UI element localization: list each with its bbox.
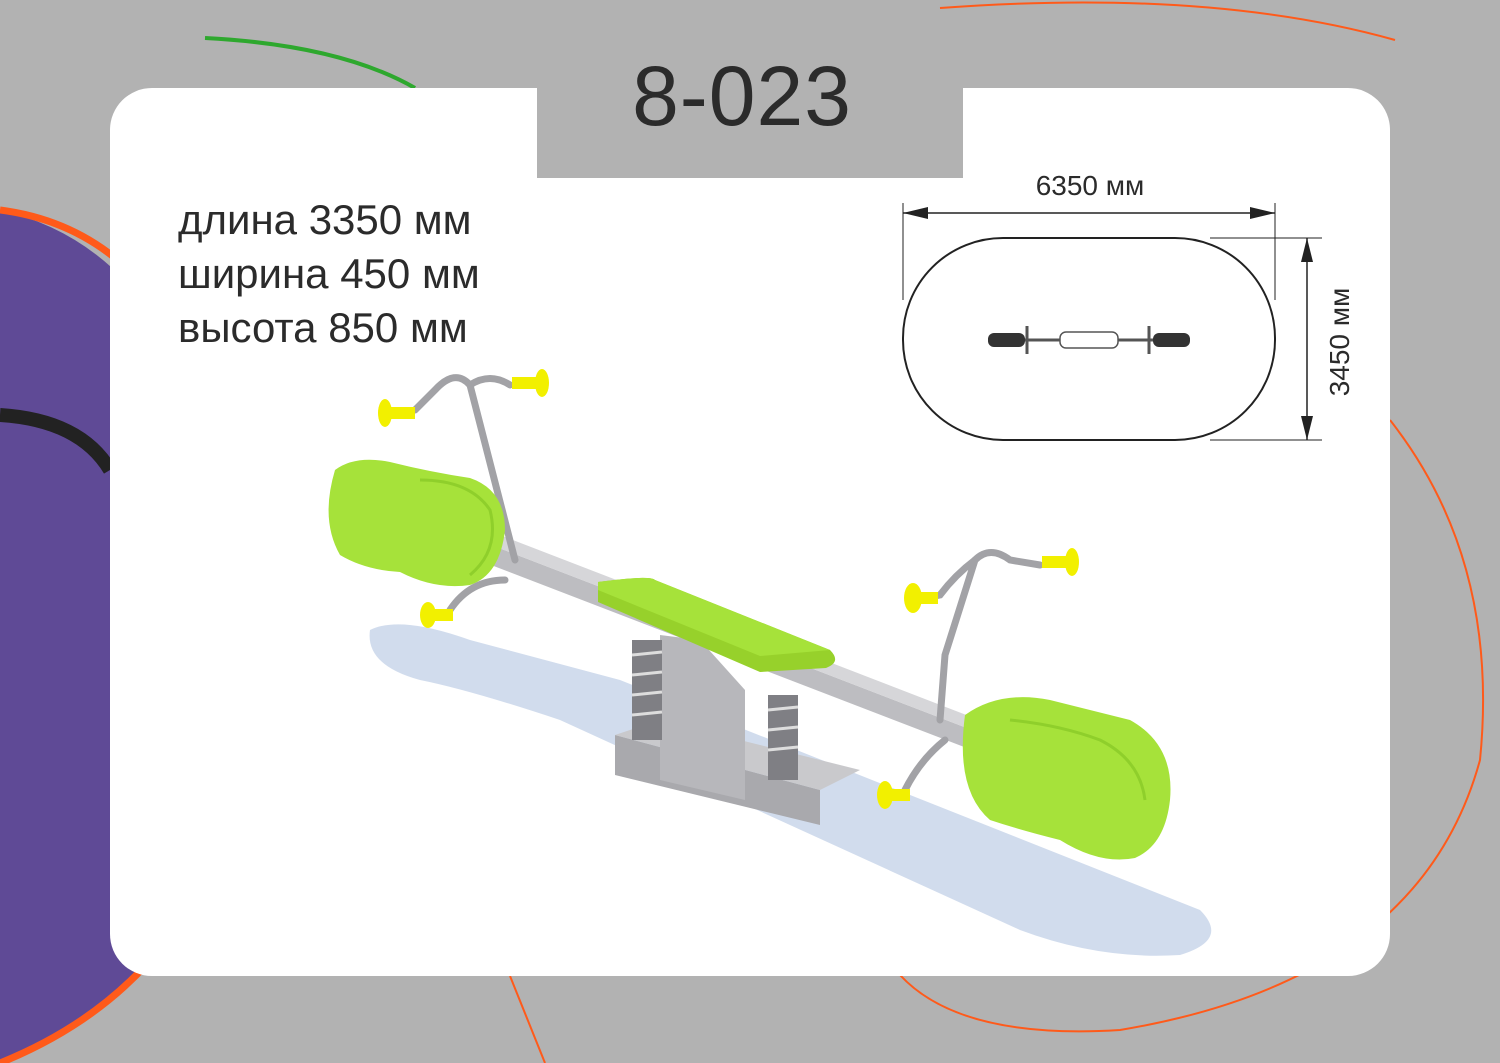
- title-tab: [537, 28, 963, 178]
- plan-view-diagram: [902, 203, 1322, 441]
- seat-right: [962, 697, 1171, 860]
- base-frame: [615, 635, 860, 825]
- center-seat: [598, 577, 836, 672]
- seesaw-illustration: [328, 369, 1212, 956]
- seesaw-top-view-icon: [988, 326, 1190, 354]
- arrow-right-icon: [1250, 207, 1275, 219]
- spring-right: [767, 695, 799, 780]
- height-dimension-label: 3450 мм: [1324, 287, 1355, 397]
- handlebar-left: [411, 374, 519, 614]
- spring-left: [631, 640, 663, 740]
- content-card: [110, 88, 1390, 976]
- orange-line-bottom: [509, 975, 546, 1063]
- handle-grips: [378, 369, 1079, 809]
- arrow-left-icon: [903, 207, 928, 219]
- length-spec: длина 3350 мм: [178, 196, 472, 243]
- dimensions-list: длина 3350 мм ширина 450 мм высота 850 м…: [178, 193, 480, 355]
- height-spec: высота 850 мм: [178, 304, 468, 351]
- green-arc: [204, 36, 416, 90]
- seat-left: [328, 459, 505, 587]
- width-dimension-label: 6350 мм: [1035, 170, 1145, 201]
- arrow-up-icon: [1301, 238, 1313, 262]
- orange-arc-right: [939, 1, 1396, 41]
- product-code-title: 8-023: [632, 49, 852, 143]
- black-arc: [0, 408, 117, 474]
- safety-zone-outline: [902, 237, 1276, 441]
- width-spec: ширина 450 мм: [178, 250, 480, 297]
- handlebar-right: [901, 549, 1044, 794]
- arrow-down-icon: [1301, 416, 1313, 440]
